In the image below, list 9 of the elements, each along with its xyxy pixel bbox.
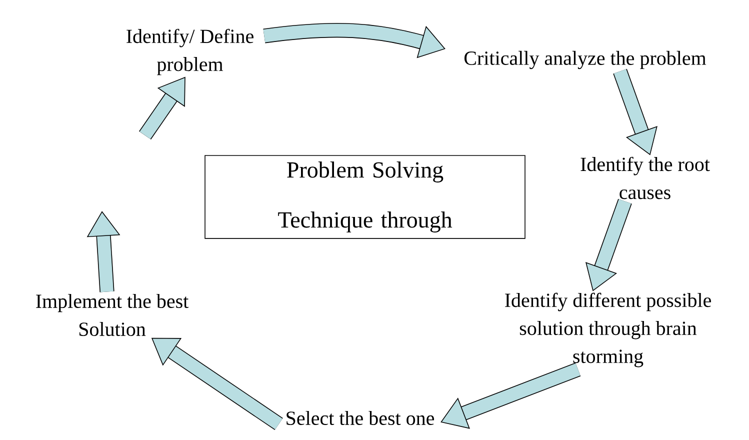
block-arrow — [440, 362, 581, 429]
title-box: Problem Solving Technique through — [204, 155, 526, 239]
step-label: Identify/ Define problem — [126, 28, 254, 76]
step-label: Implement the best Solution — [36, 294, 189, 336]
step-label: Select the best one — [286, 410, 434, 426]
step-label: Identify the root causes — [580, 156, 710, 200]
block-arrow — [139, 76, 186, 140]
step-label: Identify different possible solution through brain storming — [505, 292, 711, 368]
step-label: Critically analyze the problem — [464, 50, 706, 70]
